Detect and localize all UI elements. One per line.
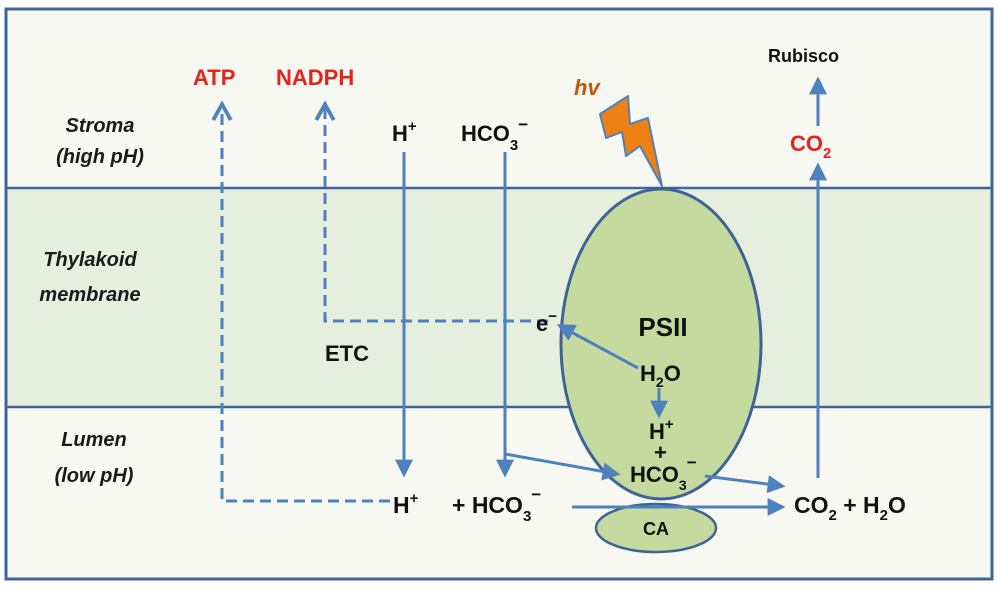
stroma-co2: CO2 xyxy=(790,131,831,162)
psii-h-plus: H+ xyxy=(649,416,674,444)
nadph-dashed-arrow xyxy=(325,106,548,323)
etc-label: ETC xyxy=(325,341,369,366)
ca-label: CA xyxy=(643,519,669,539)
lumen-h-plus: H+ xyxy=(393,490,419,518)
psii-hco3: HCO3− xyxy=(630,453,697,493)
psii-complex xyxy=(559,187,763,501)
atp-dashed-arrow xyxy=(222,106,390,503)
stroma-h-plus: H+ xyxy=(392,118,417,146)
stroma-ph-label: (high pH) xyxy=(56,146,144,168)
hv-label: hv xyxy=(574,75,601,100)
hco3-to-psii-arrow xyxy=(504,452,621,481)
electron-label: e− xyxy=(536,308,557,336)
lumen-label: Lumen xyxy=(61,429,127,451)
rubisco-label: Rubisco xyxy=(768,46,839,66)
stroma-hco3: HCO3− xyxy=(461,115,528,154)
membrane-band xyxy=(7,188,991,407)
psii-to-co2-arrow xyxy=(704,474,786,494)
membrane-label: Thylakoid xyxy=(43,249,137,271)
stroma-label: Stroma xyxy=(66,115,135,137)
lumen-ph-label: (low pH) xyxy=(55,465,134,487)
lumen-co2-h2o: CO2 + H2O xyxy=(794,492,906,524)
psii-plus-sign: + xyxy=(654,440,667,465)
water-to-electron-arrow xyxy=(556,324,639,370)
atp-label: ATP xyxy=(193,65,235,90)
psii-label: PSII xyxy=(638,312,687,342)
membrane-label-line2: membrane xyxy=(39,284,140,306)
psii-h2o: H2O xyxy=(640,361,681,390)
lightning-bolt-icon xyxy=(599,95,663,187)
nadph-label: NADPH xyxy=(276,65,354,90)
lumen-hco3: + HCO3− xyxy=(452,485,541,525)
ca-enzyme xyxy=(594,502,718,554)
